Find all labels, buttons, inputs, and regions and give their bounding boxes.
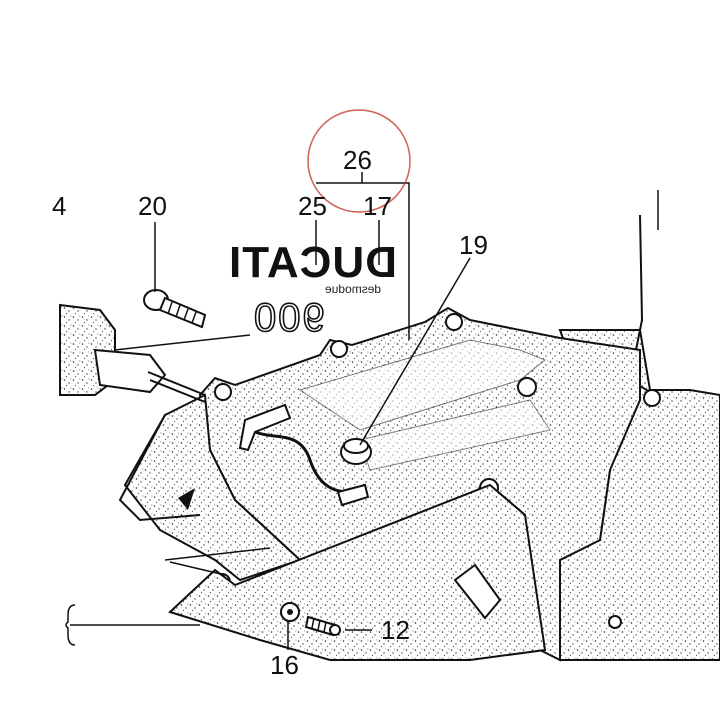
highlight-circle bbox=[307, 109, 411, 213]
logo-brand: DUCATI bbox=[228, 238, 397, 287]
callout-12: 12 bbox=[381, 615, 410, 645]
leader-lines bbox=[70, 172, 659, 650]
callout-20: 20 bbox=[138, 191, 167, 221]
bottom-bracket bbox=[168, 483, 547, 661]
callout-19: 19 bbox=[459, 230, 488, 260]
screw-12 bbox=[280, 602, 341, 637]
logo-model: 900 bbox=[251, 295, 325, 341]
callout-26: 26 bbox=[343, 145, 372, 175]
callout-16: 16 bbox=[270, 650, 299, 680]
callout-25: 25 bbox=[298, 191, 327, 221]
callout-left-edge: 4 bbox=[52, 191, 67, 221]
lower-side-panel bbox=[123, 393, 302, 582]
callout-17: 17 bbox=[363, 191, 392, 221]
logo-sub: desmodue bbox=[325, 282, 382, 296]
screw-20 bbox=[143, 289, 207, 329]
